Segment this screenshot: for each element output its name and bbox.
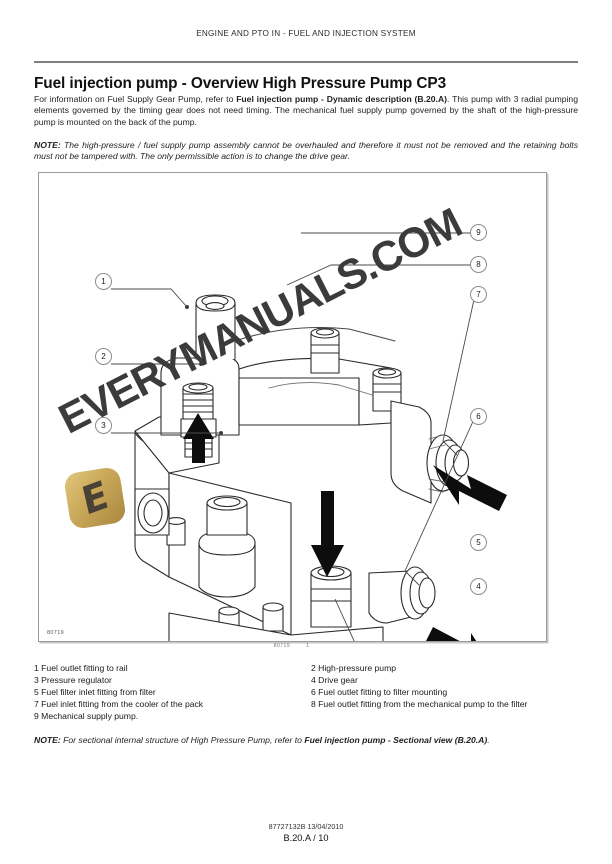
legend-row: 7 Fuel inlet fitting from the cooler of … bbox=[34, 698, 582, 710]
note-top-label: NOTE: bbox=[34, 140, 61, 150]
legend-item-6: 6 Fuel outlet fitting to filter mounting bbox=[311, 687, 448, 698]
legend-item-3: 3 Pressure regulator bbox=[34, 675, 112, 686]
callout-7[interactable]: 7 bbox=[470, 286, 487, 303]
legend-item-7: 7 Fuel inlet fitting from the cooler of … bbox=[34, 699, 204, 710]
figure-caption-number: 1 bbox=[306, 643, 310, 649]
legend-row: 9 Mechanical supply pump. bbox=[34, 710, 582, 722]
note-bottom-text-lead: For sectional internal structure of High… bbox=[60, 735, 305, 745]
intro-paragraph: For information on Fuel Supply Gear Pump… bbox=[34, 94, 578, 128]
callout-1[interactable]: 1 bbox=[95, 273, 112, 290]
page-title: Fuel injection pump - Overview High Pres… bbox=[34, 75, 447, 93]
callout-6[interactable]: 6 bbox=[470, 408, 487, 425]
parts-legend: 1 Fuel outlet fitting to rail 2 High-pre… bbox=[34, 662, 582, 722]
legend-row: 5 Fuel filter inlet fitting from filter … bbox=[34, 686, 582, 698]
callout-8[interactable]: 8 bbox=[470, 256, 487, 273]
callout-5[interactable]: 5 bbox=[470, 534, 487, 551]
legend-row: 3 Pressure regulator 4 Drive gear bbox=[34, 674, 582, 686]
note-bottom: NOTE: For sectional internal structure o… bbox=[34, 735, 578, 746]
note-top: NOTE: The high-pressure / fuel supply pu… bbox=[34, 140, 578, 163]
callout-9[interactable]: 9 bbox=[470, 224, 487, 241]
legend-item-2: 2 High-pressure pump bbox=[311, 663, 397, 673]
legend-item-4: 4 Drive gear bbox=[311, 675, 358, 686]
pump-technical-drawing bbox=[111, 232, 507, 641]
figure-id-label: 80719 bbox=[47, 630, 64, 636]
callout-2[interactable]: 2 bbox=[95, 348, 112, 365]
note-top-text: The high-pressure / fuel supply pump ass… bbox=[34, 140, 578, 162]
running-header: ENGINE AND PTO IN - FUEL AND INJECTION S… bbox=[196, 29, 416, 38]
legend-item-1: 1 Fuel outlet fitting to rail bbox=[34, 663, 128, 673]
intro-text-tail: . This pump with 3 radial pumping elemen… bbox=[34, 94, 578, 127]
legend-row: 1 Fuel outlet fitting to rail 2 High-pre… bbox=[34, 662, 582, 674]
legend-item-5: 5 Fuel filter inlet fitting from filter bbox=[34, 687, 156, 698]
intro-text-lead: For information on Fuel Supply Gear Pump… bbox=[34, 94, 237, 104]
footer-page-reference: B.20.A / 10 bbox=[283, 833, 329, 843]
note-bottom-reference-bold: Fuel injection pump - Sectional view (B.… bbox=[304, 735, 488, 745]
note-bottom-text-tail: . bbox=[487, 735, 490, 745]
figure-caption: 80719 1 bbox=[38, 643, 545, 649]
figure-pump-overview: 80719 bbox=[38, 172, 547, 642]
callout-3[interactable]: 3 bbox=[95, 417, 112, 434]
legend-item-9: 9 Mechanical supply pump. bbox=[34, 711, 139, 722]
intro-reference-bold: Fuel injection pump - Dynamic descriptio… bbox=[236, 94, 448, 104]
figure-caption-id: 80719 bbox=[273, 643, 291, 649]
footer-document-code: 87727132B 13/04/2010 bbox=[268, 822, 344, 831]
title-divider bbox=[34, 61, 578, 63]
callout-4[interactable]: 4 bbox=[470, 578, 487, 595]
legend-item-blank bbox=[311, 710, 582, 722]
legend-item-8: 8 Fuel outlet fitting from the mechanica… bbox=[311, 699, 528, 710]
note-bottom-label: NOTE: bbox=[34, 735, 61, 745]
